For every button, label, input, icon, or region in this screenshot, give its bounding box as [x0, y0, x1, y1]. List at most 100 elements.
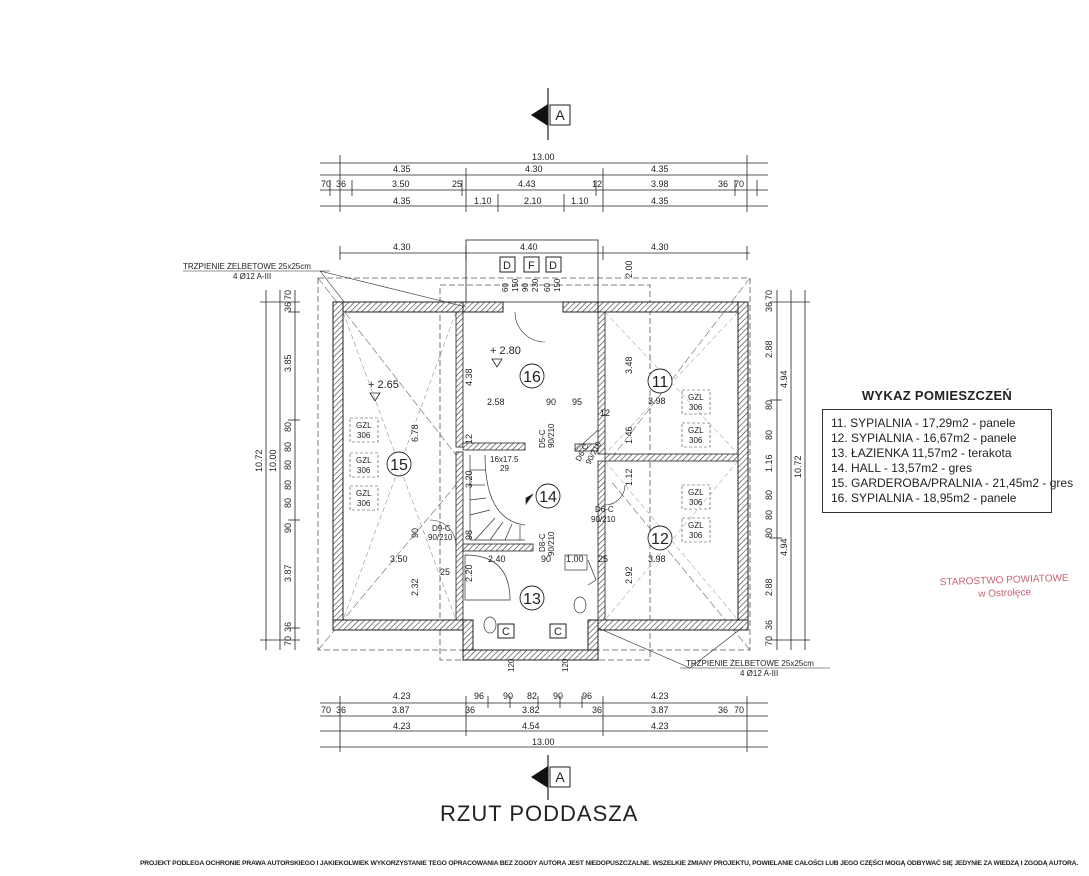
dim-label: 96 — [474, 691, 484, 701]
gzl-value: 306 — [689, 498, 703, 507]
dim-label: 2.00 — [624, 260, 634, 278]
dim-label: 36 — [718, 705, 728, 715]
section-letter-bottom: A — [555, 769, 565, 785]
dim-label: 90 — [410, 528, 420, 538]
dim-label: 150 — [553, 278, 562, 292]
chimney-flue-d1: D — [503, 260, 511, 272]
gzl-label: GZL — [356, 421, 372, 430]
door-size-d5: 90/210 — [547, 423, 556, 448]
room-legend: WYKAZ POMIESZCZEŃ 11. SYPIALNIA - 17,29m… — [822, 388, 1074, 513]
dim-label: 3.48 — [624, 356, 634, 374]
dim-label: 95 — [572, 397, 582, 407]
dim-label: 70 — [283, 636, 293, 646]
legend-item: 12. SYPIALNIA - 16,67m2 - panele — [831, 431, 1017, 445]
door-labels: D9-C 90/210 D8-C 90/210 D6-C 90/210 D5-C… — [428, 423, 616, 556]
dim-label: 4.30 — [525, 164, 543, 174]
drawing-title: RZUT PODDASZA — [440, 801, 639, 826]
dim-label: 4.30 — [651, 242, 669, 252]
annotation-trzpienie-top: TRZPIENIE ŻELBETOWE 25x25cm — [183, 262, 311, 271]
dim-label: 90 — [546, 397, 556, 407]
dim-label: 2.58 — [487, 397, 505, 407]
dim-label: 70 — [283, 290, 293, 300]
dim-label: 25 — [452, 179, 462, 189]
dim-label: 1.16 — [764, 454, 774, 472]
section-marker-top: A — [531, 88, 571, 140]
dim-label: 36 — [283, 302, 293, 312]
dim-label: 1.00 — [566, 554, 584, 564]
exterior-walls — [332, 301, 749, 661]
room-number-15: 15 — [390, 457, 408, 474]
dim-label: 2.20 — [464, 564, 474, 582]
chimney-block: D F D 60 150 90 230 60 150 — [465, 239, 599, 303]
level-markers: + 2.65 + 2.80 — [368, 345, 521, 402]
legend-box: 11. SYPIALNIA - 17,29m2 - panele 12. SYP… — [822, 409, 1074, 513]
column-annotations: TRZPIENIE ŻELBETOWE 25x25cm 4 Ø12 A-III … — [183, 262, 830, 678]
dim-label: 29 — [500, 464, 509, 473]
dim-label: 36 — [336, 179, 346, 189]
dim-label: 10.00 — [268, 449, 278, 472]
dim-label: 120 — [561, 658, 570, 672]
door-size-d9: 90/210 — [428, 533, 453, 542]
dim-label: 80 — [283, 498, 293, 508]
dim-label: 12 — [464, 434, 474, 444]
dim-label: 2.92 — [624, 566, 634, 584]
door-label-d6a: D6-C — [595, 505, 614, 514]
dim-label: 90 — [553, 691, 563, 701]
dim-label: 230 — [531, 278, 540, 292]
dim-label: 70 — [734, 179, 744, 189]
gzl-value: 306 — [689, 436, 703, 445]
gzl-value: 306 — [357, 466, 371, 475]
dim-label: 4.35 — [651, 196, 669, 206]
gzl-label: GZL — [688, 393, 704, 402]
dim-overall-bottom: 13.00 — [532, 737, 555, 747]
copyright-footer: PROJEKT PODLEGA OCHRONIE PRAWA AUTORSKIE… — [140, 860, 1079, 867]
legend-item: 16. SYPIALNIA - 18,95m2 - panele — [831, 491, 1017, 505]
dim-label: 36 — [764, 302, 774, 312]
dim-label: 3.98 — [648, 396, 666, 406]
dim-label: 80 — [283, 442, 293, 452]
dim-label: 90 — [541, 554, 551, 564]
door-label-d9: D9-C — [432, 524, 451, 533]
bottom-dimensions — [320, 696, 768, 752]
dim-label: 4.94 — [779, 370, 789, 388]
dim-label: 3.87 — [283, 564, 293, 582]
dim-label: 4.23 — [651, 721, 669, 731]
gzl-value: 306 — [357, 499, 371, 508]
legend-item: 15. GARDEROBA/PRALNIA - 21,45m2 - gres — [831, 476, 1074, 490]
door-size-d8: 90/210 — [547, 531, 556, 556]
level-label-16: + 2.80 — [490, 345, 521, 357]
dim-label: 4.35 — [393, 196, 411, 206]
dim-label: 3.98 — [648, 554, 666, 564]
dim-label: 4.43 — [518, 179, 536, 189]
dim-label: 16x17.5 — [490, 455, 519, 464]
right-dimension-labels: 70 36 2.88 4.94 80 80 1.16 80 80 80 4.94… — [764, 290, 803, 646]
dim-label: 4.94 — [779, 538, 789, 556]
dim-label: 12 — [592, 179, 602, 189]
dim-label: 98 — [464, 530, 474, 540]
wc-label: C — [554, 626, 562, 638]
dim-label: 80 — [283, 460, 293, 470]
dim-label: 70 — [734, 705, 744, 715]
dim-label: 3.98 — [651, 179, 669, 189]
door-swings — [429, 311, 626, 547]
door-label-d5: D5-C — [538, 429, 547, 448]
gzl-boxes: GZL 306 GZL 306 GZL 306 GZL 306 GZL 306 … — [349, 389, 711, 543]
annotation-rebar-bottom: 4 Ø12 A-III — [740, 669, 778, 678]
dim-label: 80 — [283, 480, 293, 490]
gzl-label: GZL — [356, 456, 372, 465]
dim-label: 70 — [321, 705, 331, 715]
dim-label: 60 — [543, 283, 552, 292]
dim-label: 80 — [283, 422, 293, 432]
dim-label: 96 — [582, 691, 592, 701]
gzl-label: GZL — [356, 489, 372, 498]
left-dimensions — [260, 290, 300, 650]
dim-label: 36 — [592, 705, 602, 715]
room-number-14: 14 — [539, 489, 557, 506]
dim-label: 3.20 — [464, 470, 474, 488]
dim-label: 6.78 — [410, 424, 420, 442]
dim-label: 1.46 — [624, 426, 634, 444]
dim-label: 1.12 — [624, 468, 634, 486]
dim-label: 80 — [764, 528, 774, 538]
room-number-11: 11 — [652, 374, 669, 391]
room-number-16: 16 — [523, 369, 541, 386]
